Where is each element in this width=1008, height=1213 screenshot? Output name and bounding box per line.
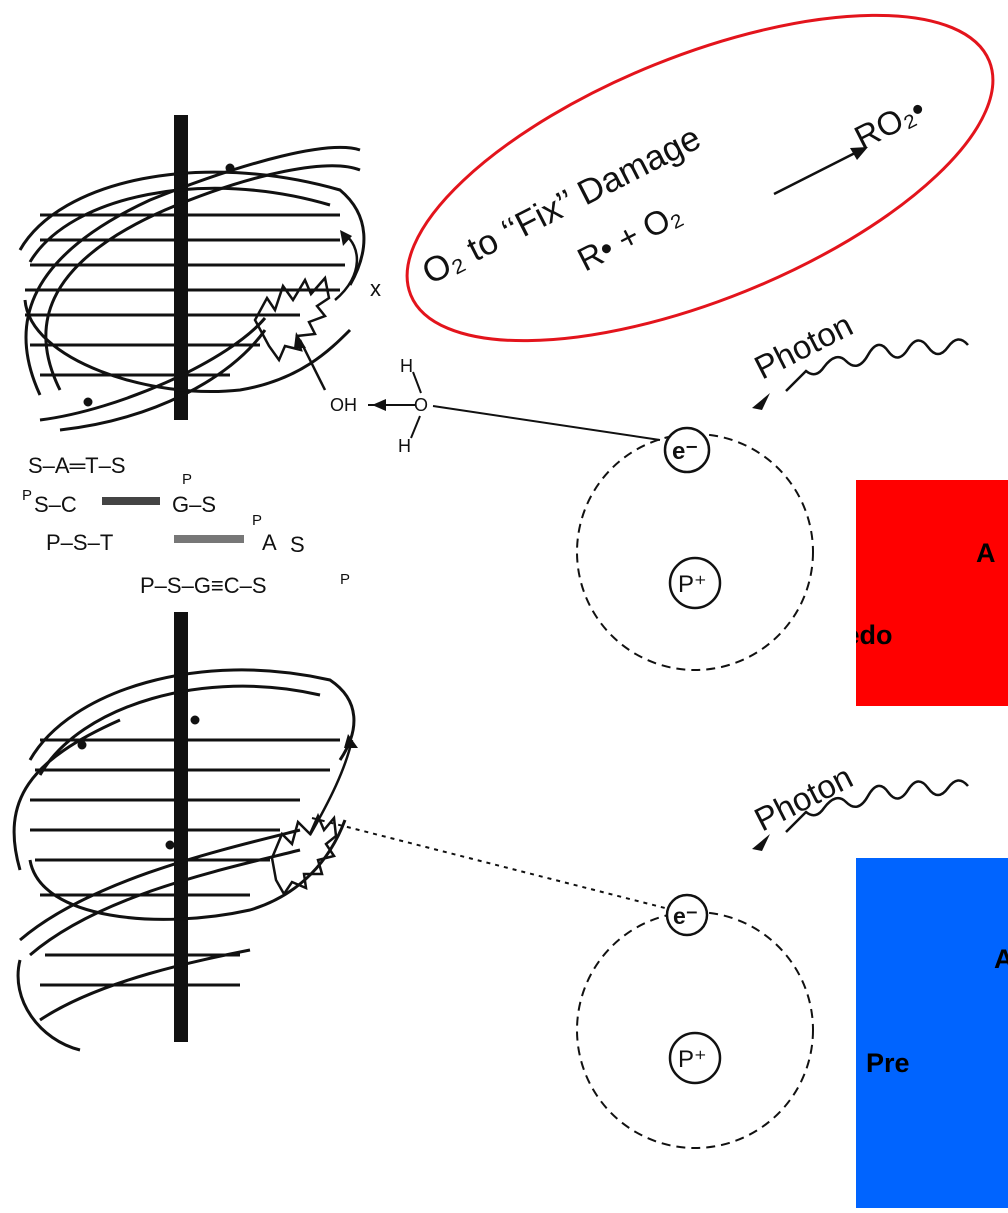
water-h-bottom-label: H (398, 436, 411, 456)
base-pair-row-4: P–S–G≡C–S (140, 573, 267, 598)
base-pair-row-2: S–C (34, 492, 77, 517)
damage-to-electron-dotted-line (311, 817, 666, 909)
upper-electron (663, 426, 711, 474)
callout-arrowhead-icon (850, 147, 868, 160)
base-pair-row-1: S–A═T–S (28, 453, 126, 478)
x-mark: x (370, 276, 381, 301)
callout-arrow (773, 151, 856, 196)
water-molecule: OH O H H (330, 356, 428, 456)
water-to-electron-line (432, 405, 661, 441)
upper-photon-wave-icon (785, 338, 969, 392)
oxygen-callout: x O₂ to ‘‘Fix’’ Damage R• + O₂ RO₂• (370, 13, 995, 343)
base-pair-p-3: P (252, 512, 262, 529)
lower-proton-label: P⁺ (678, 1046, 707, 1073)
blue-box-line-1: A (994, 944, 1008, 974)
blue-label-box: A Pre (856, 858, 1008, 1208)
blue-box-line-2: Pre (866, 1048, 910, 1078)
base-pair-row-3: P–S–T (46, 530, 113, 555)
base-pair-ladder: S–A═T–S P P S–C G–S P P–S–T A S P P–S–G≡… (22, 453, 350, 598)
upper-damage-burst-icon (253, 275, 331, 363)
red-box-line-2: Predo (856, 620, 893, 650)
lower-photon-arrowhead-icon (752, 834, 770, 851)
lower-atom: e⁻ P⁺ (576, 893, 814, 1149)
base-pair-bar-cg (102, 497, 160, 505)
base-pair-p-2: P (22, 487, 32, 504)
lower-photon-wave-icon (785, 779, 969, 833)
red-box-line-1: A (976, 538, 996, 568)
base-pair-s-1: S (290, 532, 305, 557)
lower-orbit (576, 911, 814, 1149)
lower-helix-axis (174, 612, 188, 1042)
lower-electron (665, 893, 709, 937)
upper-photon: Photon (748, 306, 969, 410)
lower-electron-label: e⁻ (673, 903, 698, 929)
upper-dna-helix (18, 115, 366, 432)
water-oh-label: OH (330, 395, 357, 415)
base-pair-row-3b: A (262, 530, 277, 555)
base-pair-bar-ta (174, 535, 244, 543)
lower-proton (668, 1031, 722, 1085)
callout-line-3: RO₂• (848, 90, 931, 157)
upper-electron-label: e⁻ (672, 438, 698, 465)
lower-photon: Photon (748, 758, 969, 851)
base-pair-row-2b: G–S (172, 492, 216, 517)
red-label-box: A Predo (856, 480, 1008, 706)
upper-proton (668, 556, 722, 610)
upper-photon-arrowhead-icon (752, 393, 770, 410)
upper-proton-label: P⁺ (678, 571, 707, 598)
water-o-label: O (414, 395, 428, 415)
lower-dna-helix (12, 612, 358, 1052)
upper-atom: e⁻ P⁺ (576, 426, 814, 671)
lower-damage-burst-icon (270, 812, 338, 897)
water-h-top-label: H (400, 356, 413, 376)
base-pair-p-4: P (340, 571, 350, 588)
base-pair-p-1: P (182, 471, 192, 488)
red-ellipse (405, 13, 995, 343)
